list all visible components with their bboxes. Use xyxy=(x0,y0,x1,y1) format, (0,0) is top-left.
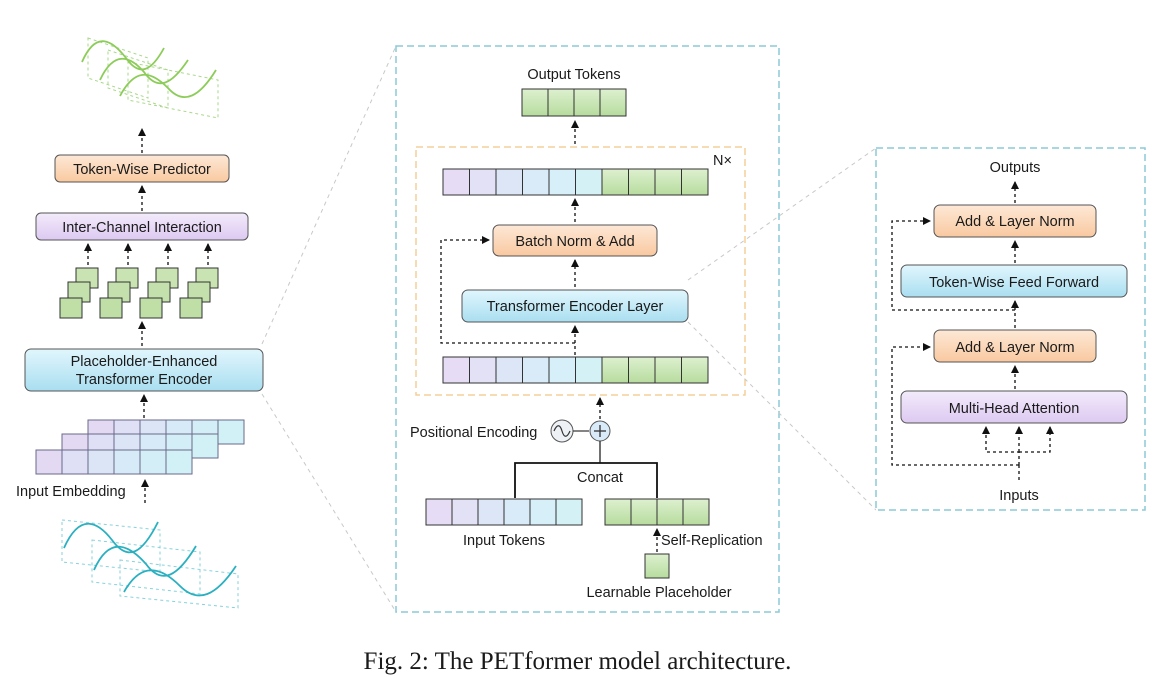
add-layer-norm-top-box xyxy=(933,204,1097,238)
input-tokens-label: Input Tokens xyxy=(463,533,545,549)
multi-head-attention-label: Multi-Head Attention xyxy=(949,401,1080,417)
token-wise-predictor-box xyxy=(54,154,230,183)
output-tokens-row xyxy=(521,88,627,117)
learnable-placeholder-label: Learnable Placeholder xyxy=(586,585,731,601)
center-panel-border xyxy=(395,45,780,613)
add-layer-norm-bottom-label: Add & Layer Norm xyxy=(955,340,1074,356)
cube-stack-1 xyxy=(59,243,99,319)
learnable-placeholder-token xyxy=(644,553,670,579)
repeat-label: N× xyxy=(713,153,732,169)
right-panel-border xyxy=(875,147,1146,511)
add-layer-norm-bottom-box xyxy=(933,329,1097,363)
placeholder-enhanced-encoder-box xyxy=(24,348,264,392)
residual-skip-connection xyxy=(440,236,575,344)
input-embedding-label: Input Embedding xyxy=(16,484,126,500)
batch-norm-add-label: Batch Norm & Add xyxy=(515,234,634,250)
zoom-line-right-top xyxy=(687,147,877,281)
transformer-encoder-layer-box xyxy=(461,289,689,323)
input-embedding-token-stacks xyxy=(35,419,245,475)
right-panel: Outputs Add & Layer Norm Token-Wise Feed… xyxy=(875,147,1146,511)
zoom-line-top xyxy=(261,45,397,345)
positional-encoding-icon xyxy=(550,419,574,443)
cube-stack-3 xyxy=(139,243,179,319)
add-layer-norm-top-label: Add & Layer Norm xyxy=(955,214,1074,230)
residual-skip-top xyxy=(891,217,1015,311)
transformer-encoder-layer-label: Transformer Encoder Layer xyxy=(487,299,664,315)
cube-stack-4 xyxy=(179,243,219,319)
batch-norm-add-box xyxy=(492,224,658,257)
outputs-label: Outputs xyxy=(990,160,1041,176)
stack-output-token-row xyxy=(442,168,709,196)
encoder-label-line2: Transformer Encoder xyxy=(76,372,213,388)
self-replication-label: Self-Replication xyxy=(661,533,763,549)
placeholder-tokens-row xyxy=(604,498,710,526)
multi-head-attention-box xyxy=(900,390,1128,424)
token-wise-predictor-label: Token-Wise Predictor xyxy=(73,162,211,178)
inter-channel-interaction-box xyxy=(35,212,249,241)
attention-input-branches xyxy=(891,343,1054,480)
concat-label: Concat xyxy=(577,470,623,486)
inter-channel-interaction-label: Inter-Channel Interaction xyxy=(62,220,222,236)
token-wise-feed-forward-box xyxy=(900,264,1128,298)
input-tokens-row xyxy=(425,498,583,526)
output-wave-graphic xyxy=(81,37,219,119)
zoom-line-bottom xyxy=(261,393,397,613)
input-wave-graphic xyxy=(61,519,239,609)
encoder-label-line1: Placeholder-Enhanced xyxy=(71,354,218,370)
inputs-label: Inputs xyxy=(999,488,1039,504)
figure-caption: Fig. 2: The PETformer model architecture… xyxy=(363,648,792,675)
output-tokens-label: Output Tokens xyxy=(527,67,620,83)
channel-cube-stacks xyxy=(59,243,219,319)
token-wise-feed-forward-label: Token-Wise Feed Forward xyxy=(929,275,1099,291)
cube-stack-2 xyxy=(99,243,139,319)
concat-bracket xyxy=(514,462,658,498)
center-panel: Output Tokens N× Batch Norm & Add xyxy=(395,45,780,613)
encoder-stack-border xyxy=(415,146,746,396)
stack-input-token-row xyxy=(442,356,709,384)
left-pipeline: Token-Wise Predictor Inter-Channel Inter… xyxy=(16,37,264,609)
add-operator-icon xyxy=(589,420,611,442)
positional-encoding-label: Positional Encoding xyxy=(410,425,537,441)
